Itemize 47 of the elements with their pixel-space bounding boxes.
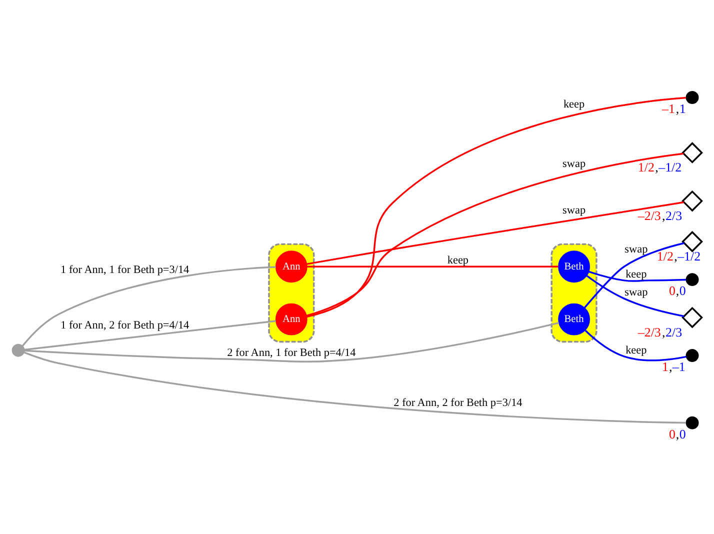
cluster: [550, 242, 598, 342]
node-diamond: [682, 142, 703, 163]
edge-label: 1 for Ann, 2 for Beth p=4/14: [60, 318, 190, 331]
node-circle: Beth: [558, 302, 590, 335]
edge-label: 2 for Ann, 2 for Beth p=3/14: [394, 396, 522, 408]
node-circle: [686, 272, 699, 286]
node-diamond: [682, 230, 703, 252]
connector: [584, 242, 684, 308]
node-label: 1/2,–1/2: [638, 159, 682, 174]
node-label: 1/2,–1/2: [656, 248, 701, 264]
node-circle: [12, 343, 25, 356]
connector: [306, 200, 684, 264]
edge-label: keep: [447, 254, 469, 266]
node-circle: [686, 416, 699, 429]
node-label: 0,0: [668, 426, 686, 441]
node-label: 1,–1: [662, 358, 686, 374]
edge-label: keep: [626, 268, 647, 280]
cluster: [268, 242, 315, 342]
connector: [24, 351, 686, 424]
node-diamond: [682, 306, 703, 328]
node-diamond: [682, 190, 703, 212]
connector: [306, 152, 684, 316]
node-circle: Beth: [558, 250, 590, 282]
connector: [24, 320, 276, 350]
edge-label: keep: [626, 344, 647, 356]
node-label: –2/3,2/3: [638, 324, 682, 340]
node-circle: [686, 348, 699, 362]
connector: [584, 329, 686, 361]
edge-label: swap: [624, 286, 648, 298]
node-label: –1,1: [662, 100, 686, 116]
edge-label: 2 for Ann, 1 for Beth p=4/14: [227, 346, 356, 358]
node-label: –2/3,2/3: [638, 208, 682, 223]
connector: [588, 270, 686, 282]
edge-label: 1 for Ann, 1 for Beth p=3/14: [60, 264, 190, 276]
node-label: 0,0: [668, 282, 686, 298]
node-circle: [686, 90, 699, 104]
connector: [586, 274, 684, 317]
connector: [306, 265, 558, 267]
node-circle: Ann: [275, 250, 308, 282]
connector: [24, 322, 560, 362]
edge-label: swap: [562, 204, 586, 216]
edge-label: keep: [563, 98, 585, 110]
edge-label: swap: [562, 157, 586, 170]
edge-label: swap: [624, 242, 648, 255]
connector: [306, 96, 686, 318]
connector: [22, 266, 276, 346]
node-circle: Ann: [275, 302, 308, 335]
